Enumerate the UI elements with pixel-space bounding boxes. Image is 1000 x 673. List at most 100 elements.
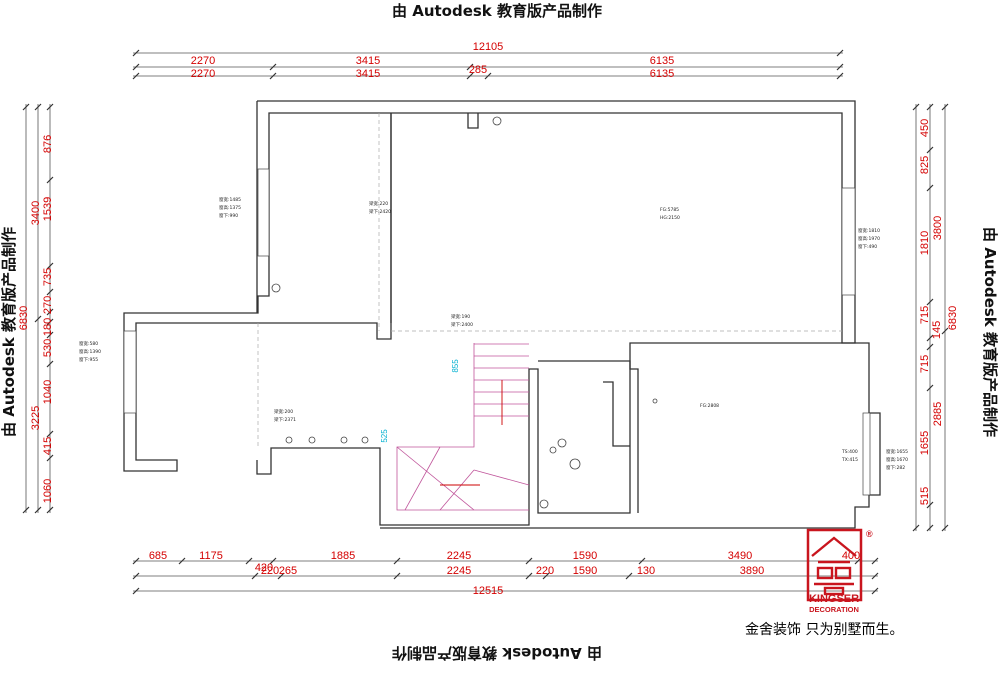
dim-tick	[132, 572, 140, 580]
dim-tick	[525, 572, 533, 580]
dim-tick	[269, 72, 277, 80]
window-e1	[841, 187, 856, 296]
right-dim-outer-0: 3800	[932, 216, 944, 240]
dim-tick	[912, 524, 920, 532]
wall-nook	[603, 381, 630, 447]
floor-drain-icon	[549, 446, 557, 454]
annotation-a6: 窗宽:580 窗高:1390 窗下:955	[79, 340, 101, 363]
dim-tick	[926, 524, 934, 532]
slogan: 金舍装饰 只为别墅而生。	[745, 622, 903, 638]
logo-frame	[806, 528, 863, 602]
annotation-a7: 梁宽:200 梁下:2371	[274, 408, 296, 423]
svg-text:窗高:1670: 窗高:1670	[886, 456, 908, 463]
floor-drain-icon	[539, 499, 549, 509]
downpipe-icon	[361, 436, 369, 444]
svg-text:窗宽:1810: 窗宽:1810	[858, 227, 880, 234]
left-dim-inner-5: 530	[42, 339, 54, 357]
logo-mark-icon	[811, 536, 857, 596]
dim-tick	[22, 103, 30, 111]
dim-tick	[46, 430, 54, 438]
right-dim-outer-1: 2885	[932, 402, 944, 426]
dim-tick	[46, 454, 54, 462]
bot-dim-r2-0: 220	[261, 565, 279, 577]
svg-text:FG:5785: FG:5785	[660, 207, 679, 213]
dim-tick	[34, 103, 42, 111]
dim-tick	[926, 343, 934, 351]
dim-tick	[525, 557, 533, 565]
right-dim-inner-1: 825	[919, 156, 931, 174]
dim-tick	[22, 506, 30, 514]
annotation-a4: 窗宽:1810 窗高:1970 窗下:490	[858, 227, 880, 250]
dim-tick	[941, 103, 949, 111]
dim-tick	[46, 331, 54, 339]
left-dim-inner-3: 270	[42, 296, 54, 314]
stair-winder	[473, 469, 530, 486]
logo-registered: ®	[866, 529, 873, 539]
dim-tick	[46, 176, 54, 184]
top-dim-r2-2: 285	[469, 64, 487, 76]
svg-text:窗下:282: 窗下:282	[886, 464, 905, 471]
left-dim-inner-7: 415	[42, 437, 54, 455]
left-dim-inner-6: 1040	[42, 380, 54, 404]
svg-text:窗宽:580: 窗宽:580	[79, 340, 98, 347]
dim-tick	[132, 49, 140, 57]
annotation-a3: FG:5785 HG:2150	[660, 207, 680, 221]
dim-tick	[836, 72, 844, 80]
dim-tick	[926, 103, 934, 111]
top-dim-r2-0: 2270	[191, 68, 215, 80]
dim-tick	[625, 572, 633, 580]
bot-dim-r2-6: 3890	[740, 565, 764, 577]
window-w2	[123, 330, 137, 414]
dim-tick	[46, 103, 54, 111]
dim-tick	[132, 557, 140, 565]
dim-tick	[836, 49, 844, 57]
top-dim-r2-1: 3415	[356, 68, 380, 80]
column-notch	[467, 113, 479, 129]
bot-dim-r2-3: 220	[536, 565, 554, 577]
bot-dim-r1-3: 1885	[331, 550, 355, 562]
left-dim-inner-0: 876	[42, 135, 54, 153]
right-dim-inner-0: 450	[919, 119, 931, 137]
annotation-a9: TS:400 TX:415	[841, 449, 858, 463]
stairs	[396, 343, 530, 511]
top-dim-r1-1: 3415	[356, 55, 380, 67]
right-dim-mid-0: 6830	[947, 306, 959, 330]
left-dim-outer-0: 3400	[30, 201, 42, 225]
dim-tick	[34, 315, 42, 323]
watermark-top: 由 Autodesk 教育版产品制作	[392, 2, 602, 20]
watermark-bottom: 由 Autodesk 教育版产品制作	[392, 644, 602, 662]
dim-tick	[466, 72, 474, 80]
floor-drain-icon	[557, 438, 567, 448]
annotation-a10: 窗宽:1655 窗高:1670 窗下:282	[886, 448, 908, 471]
floor-drain-icon	[652, 398, 658, 404]
right-dim-inner-2: 1810	[919, 231, 931, 255]
logo-name: KINGSER	[809, 593, 859, 605]
bot-dim-r1-4: 2245	[447, 550, 471, 562]
downpipe-icon	[271, 283, 281, 293]
svg-text:窗下:955: 窗下:955	[79, 356, 98, 363]
kingser-logo: ® KINGSER DECORATION	[806, 528, 873, 614]
dim-tick	[926, 501, 934, 509]
bot-dim-r2-5: 130	[637, 565, 655, 577]
dim-tick	[926, 384, 934, 392]
left-dim-mid-0: 6830	[18, 306, 30, 330]
dim-tick	[466, 63, 474, 71]
svg-text:窗宽:1655: 窗宽:1655	[886, 448, 908, 455]
window-w1	[257, 168, 270, 257]
bot-dim-total: 12515	[473, 585, 504, 597]
annotation-a8: FG:2808	[700, 403, 719, 409]
fixtures	[271, 116, 658, 509]
right-dim-inner-4: 145	[931, 321, 943, 339]
annotation-a2: 梁宽:220 梁下:2420	[369, 200, 391, 215]
dim-tick	[46, 506, 54, 514]
dim-tick	[926, 298, 934, 306]
dim-tick	[132, 72, 140, 80]
bot-dim-r1-5: 1590	[573, 550, 597, 562]
bot-dim-r1-1: 1175	[199, 550, 223, 562]
bot-dim-r2-2: 2245	[447, 565, 471, 577]
dim-tick	[393, 557, 401, 565]
dim-tick	[245, 557, 253, 565]
dim-tick	[132, 63, 140, 71]
